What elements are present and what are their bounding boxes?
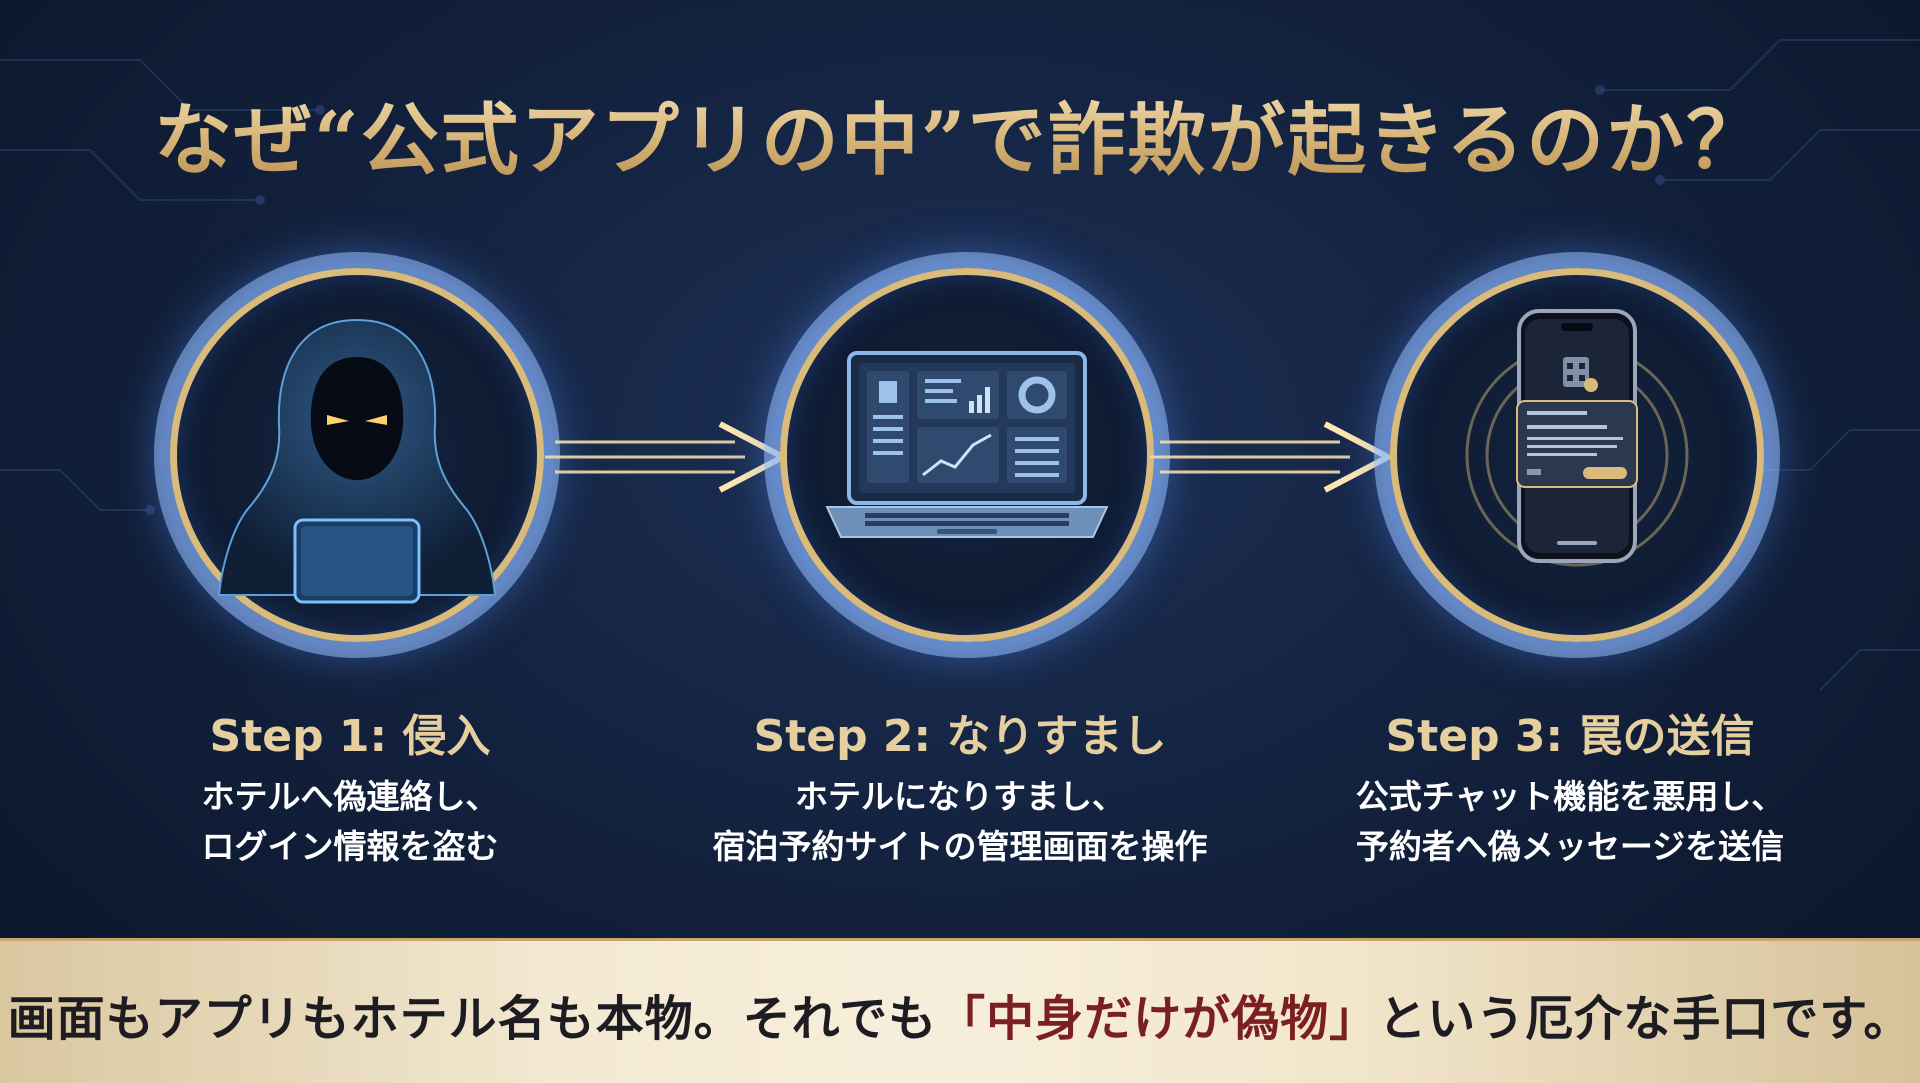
step-1-line-1: ホテルへ偽連絡し、 xyxy=(201,777,499,816)
summary-part-2: という厄介な手口です。 xyxy=(1378,991,1913,1047)
hacker-icon xyxy=(217,318,497,604)
step-3-title: Step 3: 罠の送信 xyxy=(1385,711,1755,762)
step-3-line-1: 公式チャット機能を悪用し、 xyxy=(1355,777,1785,816)
step-1-title: Step 1: 侵入 xyxy=(209,711,491,762)
arrow-right-icon xyxy=(545,421,786,493)
summary-part-1: 画面もアプリもホテル名も本物。それでも xyxy=(7,991,938,1047)
step-1-description: ホテルへ偽連絡し、 ログイン情報を盗む xyxy=(30,772,670,872)
step-1-line-2: ログイン情報を盗む xyxy=(201,827,499,866)
smartphone-message-icon xyxy=(1465,309,1689,567)
step-2-line-1: ホテルになりすまし、 xyxy=(795,777,1125,816)
summary-banner: 画面もアプリもホテル名も本物。それでも「中身だけが偽物」という厄介な手口です。 xyxy=(0,938,1920,1083)
process-flow xyxy=(0,260,1920,680)
step-1-circle xyxy=(170,268,544,642)
arrow-right-icon xyxy=(1150,421,1391,493)
step-3-description: 公式チャット機能を悪用し、 予約者へ偽メッセージを送信 xyxy=(1250,772,1890,872)
summary-text: 画面もアプリもホテル名も本物。それでも「中身だけが偽物」という厄介な手口です。 xyxy=(0,979,1920,1049)
step-2-circle xyxy=(780,268,1154,642)
laptop-dashboard-icon xyxy=(825,351,1109,538)
step-2-title: Step 2: なりすまし xyxy=(753,711,1167,762)
summary-highlight: 「中身だけが偽物」 xyxy=(937,991,1379,1047)
step-3-circle xyxy=(1390,268,1764,642)
page-title-wrap: なぜ“公式アプリの中”で詐欺が起きるのか？ xyxy=(0,78,1920,190)
step-2-description: ホテルになりすまし、 宿泊予約サイトの管理画面を操作 xyxy=(640,772,1280,872)
page-title: なぜ“公式アプリの中”で詐欺が起きるのか？ xyxy=(0,78,1920,190)
step-2-line-2: 宿泊予約サイトの管理画面を操作 xyxy=(712,827,1208,866)
step-3-line-2: 予約者へ偽メッセージを送信 xyxy=(1355,827,1785,866)
